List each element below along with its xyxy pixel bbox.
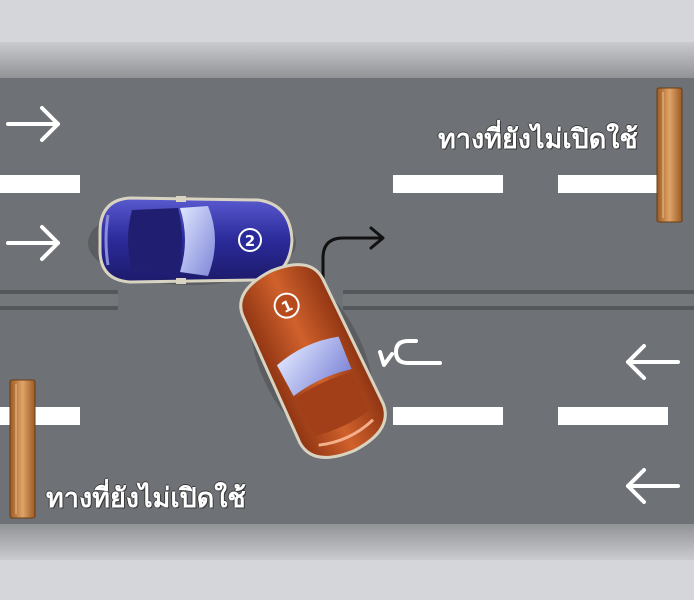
right-turn-arrow-icon xyxy=(321,226,385,287)
blue-car-number: 2 xyxy=(245,232,255,250)
shoulder-top xyxy=(0,42,694,80)
lane-dash xyxy=(558,175,658,193)
car-number-badge xyxy=(273,292,300,319)
lane-dash xyxy=(393,407,503,425)
barrier-top-right xyxy=(656,87,683,223)
barrier-bottom-left xyxy=(9,379,36,519)
lane-dash xyxy=(558,407,668,425)
lane-dash xyxy=(0,175,80,193)
car-number-badge xyxy=(238,228,262,252)
arrow-right-icon xyxy=(6,106,60,142)
red-car: 1 xyxy=(239,263,387,459)
closed-lane-label-top: ทางที่ยังไม่เปิดใช้ xyxy=(438,124,638,155)
blue-car: 2 xyxy=(88,196,296,285)
arrow-left-icon xyxy=(626,468,680,504)
closed-lane-label-bottom: ทางที่ยังไม่เปิดใช้ xyxy=(46,483,246,514)
shoulder-bottom xyxy=(0,522,694,560)
lane-dash xyxy=(393,175,503,193)
arrow-right-icon xyxy=(6,225,60,261)
uturn-arrow-icon xyxy=(378,339,442,367)
arrow-left-icon xyxy=(626,344,680,380)
